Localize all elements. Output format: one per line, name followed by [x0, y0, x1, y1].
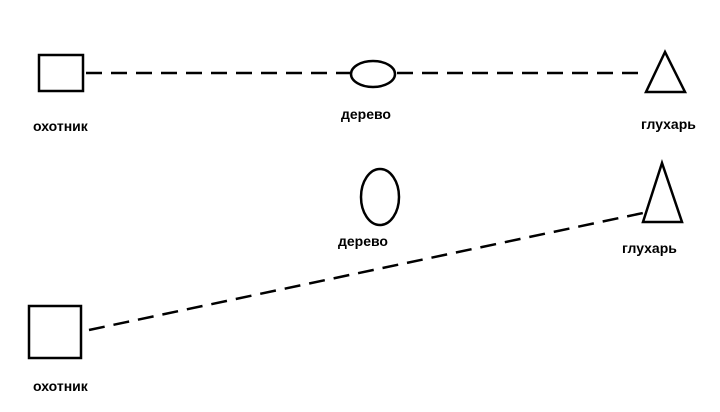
grouse-triangle-1 [644, 49, 688, 94]
tree-ellipse-2 [359, 167, 401, 227]
hunter-label-1: охотник [33, 118, 89, 134]
grouse-triangle-2 [641, 159, 684, 224]
tree-label-2: дерево [338, 233, 388, 249]
sight-line-2 [88, 211, 644, 332]
hunter-square-1 [37, 53, 85, 93]
grouse-label-1: глухарь [641, 116, 696, 132]
tree-label-1: дерево [341, 106, 391, 122]
scene-1: охотник дерево глухарь [33, 49, 696, 134]
scene-2: дерево глухарь охотник [27, 159, 684, 394]
hunter-square-2 [27, 304, 83, 360]
hunter-label-2: охотник [33, 378, 89, 394]
grouse-label-2: глухарь [622, 240, 677, 256]
tree-ellipse-1 [349, 59, 397, 89]
